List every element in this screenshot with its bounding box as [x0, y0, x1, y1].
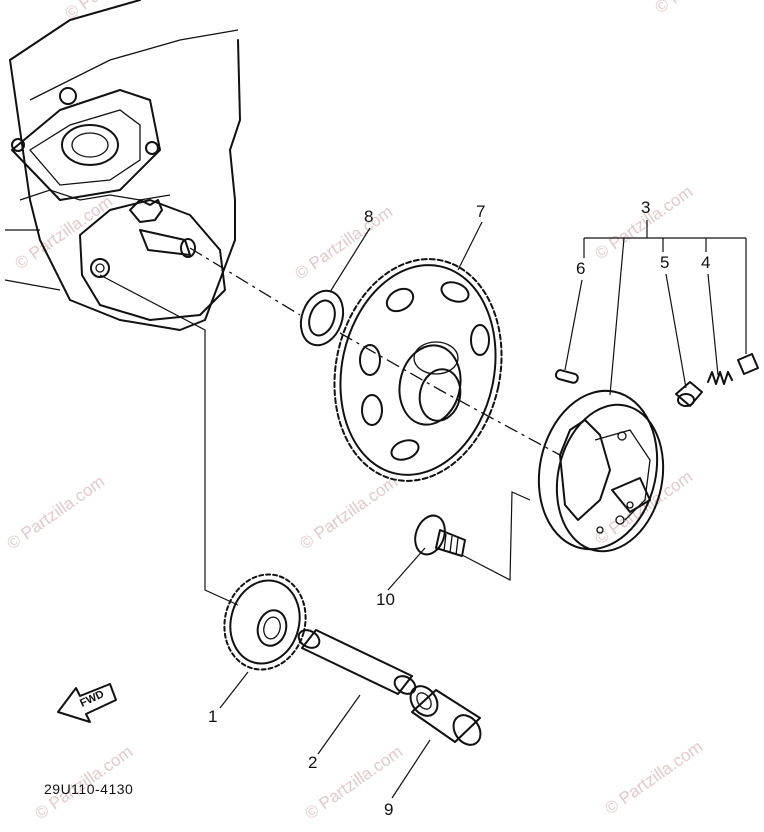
part-1-idle-gear	[223, 573, 307, 671]
watermark: © Partzilla.com	[296, 472, 401, 553]
part-label-5: 5	[660, 253, 669, 272]
part-label-9: 9	[384, 800, 393, 819]
watermark: © Partzilla.com	[61, 0, 166, 23]
part-3-cap	[737, 353, 759, 375]
axis-line	[99, 274, 239, 606]
watermark: © Partzilla.com	[651, 0, 756, 17]
part-5-plunger	[675, 381, 703, 407]
part-3-starter-clutch	[537, 389, 665, 553]
leader-5	[665, 273, 687, 389]
axis-line	[461, 491, 531, 581]
crankcase-illustration	[4, 0, 241, 331]
leader-2	[317, 694, 361, 755]
part-label-7: 7	[476, 202, 485, 221]
part-label-4: 4	[701, 253, 710, 272]
part-label-1: 1	[208, 707, 217, 726]
figure-code: 29U110-4130	[44, 781, 133, 797]
leader-1	[219, 671, 249, 709]
part-9-collar	[409, 685, 482, 746]
forward-arrow: FWD	[57, 683, 117, 723]
leader-8	[329, 227, 371, 293]
part-4-spring	[707, 371, 733, 385]
part-6-roller	[554, 369, 579, 384]
leader-10	[387, 547, 426, 591]
part-7-gear	[333, 258, 503, 482]
part-8-washer	[299, 289, 345, 347]
watermark: © Partzilla.com	[3, 472, 108, 553]
part-2-shaft	[297, 629, 417, 695]
watermark: © Partzilla.com	[591, 182, 696, 263]
watermark: © Partzilla.com	[601, 737, 706, 818]
leader-4	[707, 273, 719, 376]
leader-9	[391, 739, 431, 799]
part-label-6: 6	[576, 259, 585, 278]
part-label-8: 8	[364, 207, 373, 226]
axis-line	[339, 332, 561, 456]
watermark: © Partzilla.com	[11, 192, 116, 273]
group-bracket-3	[583, 220, 747, 396]
part-label-2: 2	[308, 753, 317, 772]
leader-7	[457, 221, 483, 271]
part-10-bolt	[414, 514, 466, 557]
axis-line	[189, 247, 301, 316]
leader-6	[564, 279, 583, 371]
part-label-3: 3	[641, 198, 650, 217]
part-label-10: 10	[376, 590, 395, 609]
